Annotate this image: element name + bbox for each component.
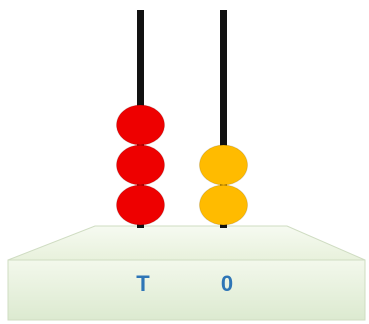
- ones-bead: [200, 185, 248, 225]
- tens-bead: [117, 185, 165, 225]
- ones-label: 0: [207, 271, 247, 297]
- tens-bead: [117, 145, 165, 185]
- abacus-base-top: [8, 226, 365, 260]
- ones-beads: [200, 145, 248, 225]
- tens-beads: [117, 105, 165, 225]
- tens-bead: [117, 105, 165, 145]
- ones-bead: [200, 145, 248, 185]
- tens-label: T: [123, 271, 163, 297]
- abacus-base-front: [8, 260, 365, 320]
